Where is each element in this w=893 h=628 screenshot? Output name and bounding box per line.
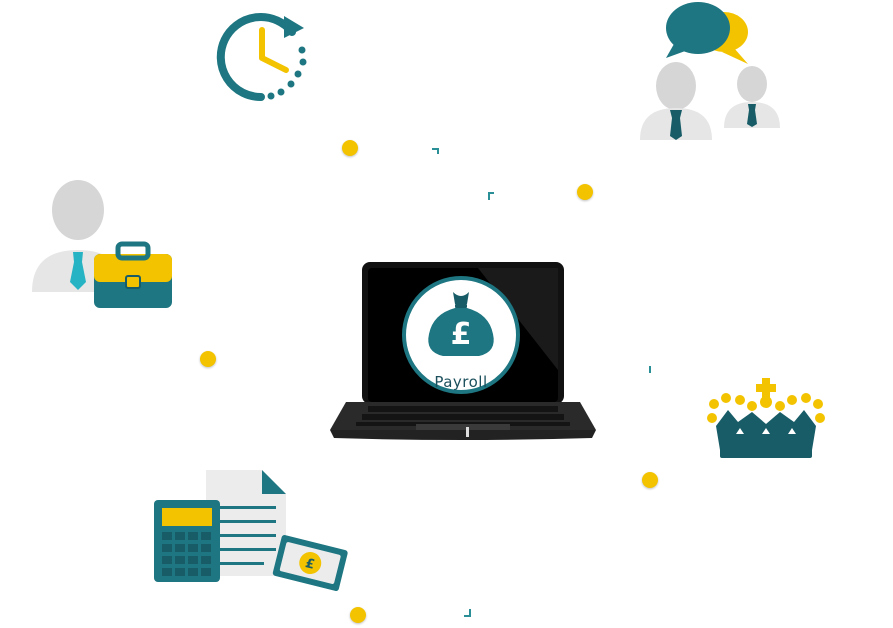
connector-tick [432,148,438,150]
connector-tick [464,615,470,617]
payroll-label: Payroll [434,373,488,391]
people-chat-icon [640,2,780,140]
connector-tick [488,192,490,200]
connector-tick [488,192,494,194]
connector-tick [437,148,439,154]
connector-dot [642,472,658,488]
connector-tick [649,366,651,373]
clock-refresh-icon [216,13,307,102]
connector-dot [350,607,366,623]
payroll-badge: £ Payroll [402,276,520,394]
svg-text:£: £ [451,317,472,352]
employee-briefcase-icon [32,180,172,308]
calculator-document-money-icon: £ [154,470,348,591]
svg-text:£: £ [304,556,316,573]
connector-dot [200,351,216,367]
connector-tick [469,609,471,617]
connector-dot [577,184,593,200]
pound-money-bag-icon: £ [428,292,494,356]
crown-icon [707,378,825,458]
connector-dot [342,140,358,156]
